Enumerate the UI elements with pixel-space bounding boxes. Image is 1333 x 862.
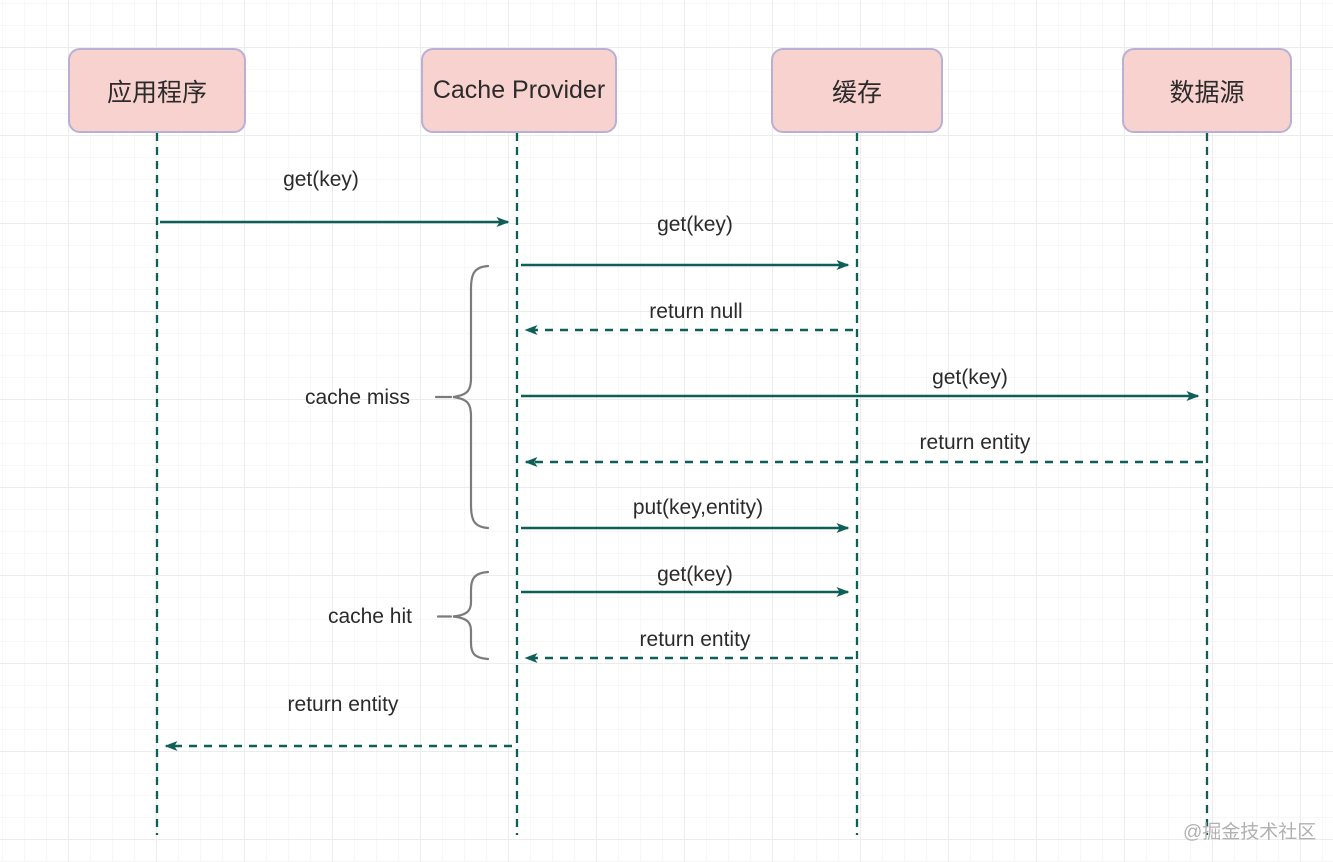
message-label-get-key-3: get(key) (932, 366, 1008, 389)
actor-cache: 缓存 (771, 48, 943, 133)
actor-data-source: 数据源 (1122, 48, 1292, 133)
message-label-put-key-entity: put(key,entity) (632, 496, 764, 519)
message-label-return-null: return null (649, 300, 743, 323)
message-label-return-entity-1: return entity (919, 431, 1031, 454)
juejin-watermark: @掘金技术社区 (1183, 822, 1317, 843)
message-label-get-key-4: get(key) (657, 563, 733, 586)
actor-cache-label: 缓存 (831, 78, 882, 107)
message-label-return-entity-3: return entity (287, 693, 399, 716)
group-label-cache-miss: cache miss (304, 386, 410, 409)
actor-cache-provider: Cache Provider (421, 48, 617, 133)
message-label-get-key-1: get(key) (283, 168, 359, 191)
message-label-return-entity-2: return entity (639, 628, 751, 651)
group-label-cache-hit: cache hit (327, 605, 412, 628)
actor-data-source-label: 数据源 (1169, 78, 1245, 107)
cache-hit-brace (452, 570, 490, 661)
message-label-get-key-2: get(key) (657, 213, 733, 236)
cache-miss-brace (452, 264, 490, 530)
actor-application: 应用程序 (68, 48, 246, 133)
actor-cache-provider-label: Cache Provider (432, 76, 606, 104)
actor-application-label: 应用程序 (106, 78, 207, 107)
